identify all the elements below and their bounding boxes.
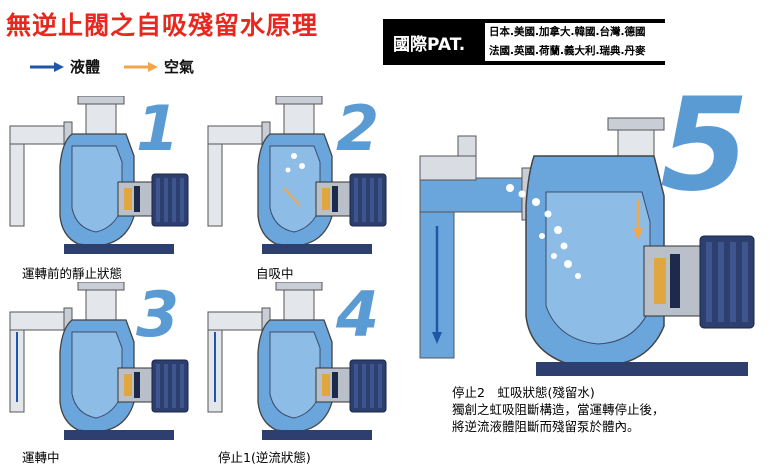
legend-air: 空氣 [124,56,194,77]
stage-5-description: 停止2 虹吸狀態(殘留水) 獨創之虹吸阻斷構造，當運轉停止後， 將逆流液體阻斷而… [452,384,665,435]
patent-countries: 日本.美國.加拿大.韓國.台灣.德國 法國.英國.荷蘭.義大利.瑞典.丹麥 [485,23,665,61]
legend-liquid-label: 液體 [70,58,101,76]
stage-4-caption: 停止1(逆流狀態) [218,450,311,465]
patent-countries-line2: 法國.英國.荷蘭.義大利.瑞典.丹麥 [489,45,646,57]
stage-5-description-line1: 獨創之虹吸阻斷構造，當運轉停止後， [452,402,665,417]
patent-countries-line1: 日本.美國.加拿大.韓國.台灣.德國 [489,26,646,38]
stage-4-number-text: 4 [336,278,380,351]
legend-liquid: 液體 [30,56,100,77]
stage-2-number-text: 2 [336,92,380,165]
stage-2-diagram [204,96,399,256]
stage-4-pump-illustration [207,282,387,441]
stage-1-number-text: 1 [136,92,180,165]
stage-3-number: 3 [136,284,179,346]
stage-2-number: 2 [336,98,379,160]
stage-2-caption: 自吸中 [256,266,294,281]
patent-banner: 國際PAT. 日本.美國.加拿大.韓國.台灣.德國 法國.英國.荷蘭.義大利.瑞… [383,19,665,65]
liquid-arrow-icon [30,61,64,72]
stage-5-pump-illustration [419,117,755,376]
stage-4-diagram [204,282,399,442]
stage-5-diagram [418,96,758,378]
stage-5-description-line2: 將逆流液體阻斷而殘留泵於體內。 [452,419,640,434]
page-title: 無逆止閥之自吸殘留水原理 [6,11,319,40]
stage-2-pump-illustration [207,96,387,255]
stage-1-number: 1 [136,98,179,160]
stage-4-number: 4 [336,284,379,346]
stage-3-diagram [6,282,201,442]
stage-1-caption: 運轉前的靜止狀態 [22,266,123,281]
stage-5-number-text: 5 [660,71,750,220]
stage-3-pump-illustration [9,282,189,441]
air-arrow-icon [124,61,158,72]
legend-air-label: 空氣 [164,58,195,76]
patent-label: 國際PAT. [393,34,466,55]
stage-5-number: 5 [660,82,749,210]
stage-3-number-text: 3 [136,278,180,351]
stage-3-caption: 運轉中 [22,450,60,465]
stage-5-caption: 停止2 虹吸狀態(殘留水) [452,385,595,400]
